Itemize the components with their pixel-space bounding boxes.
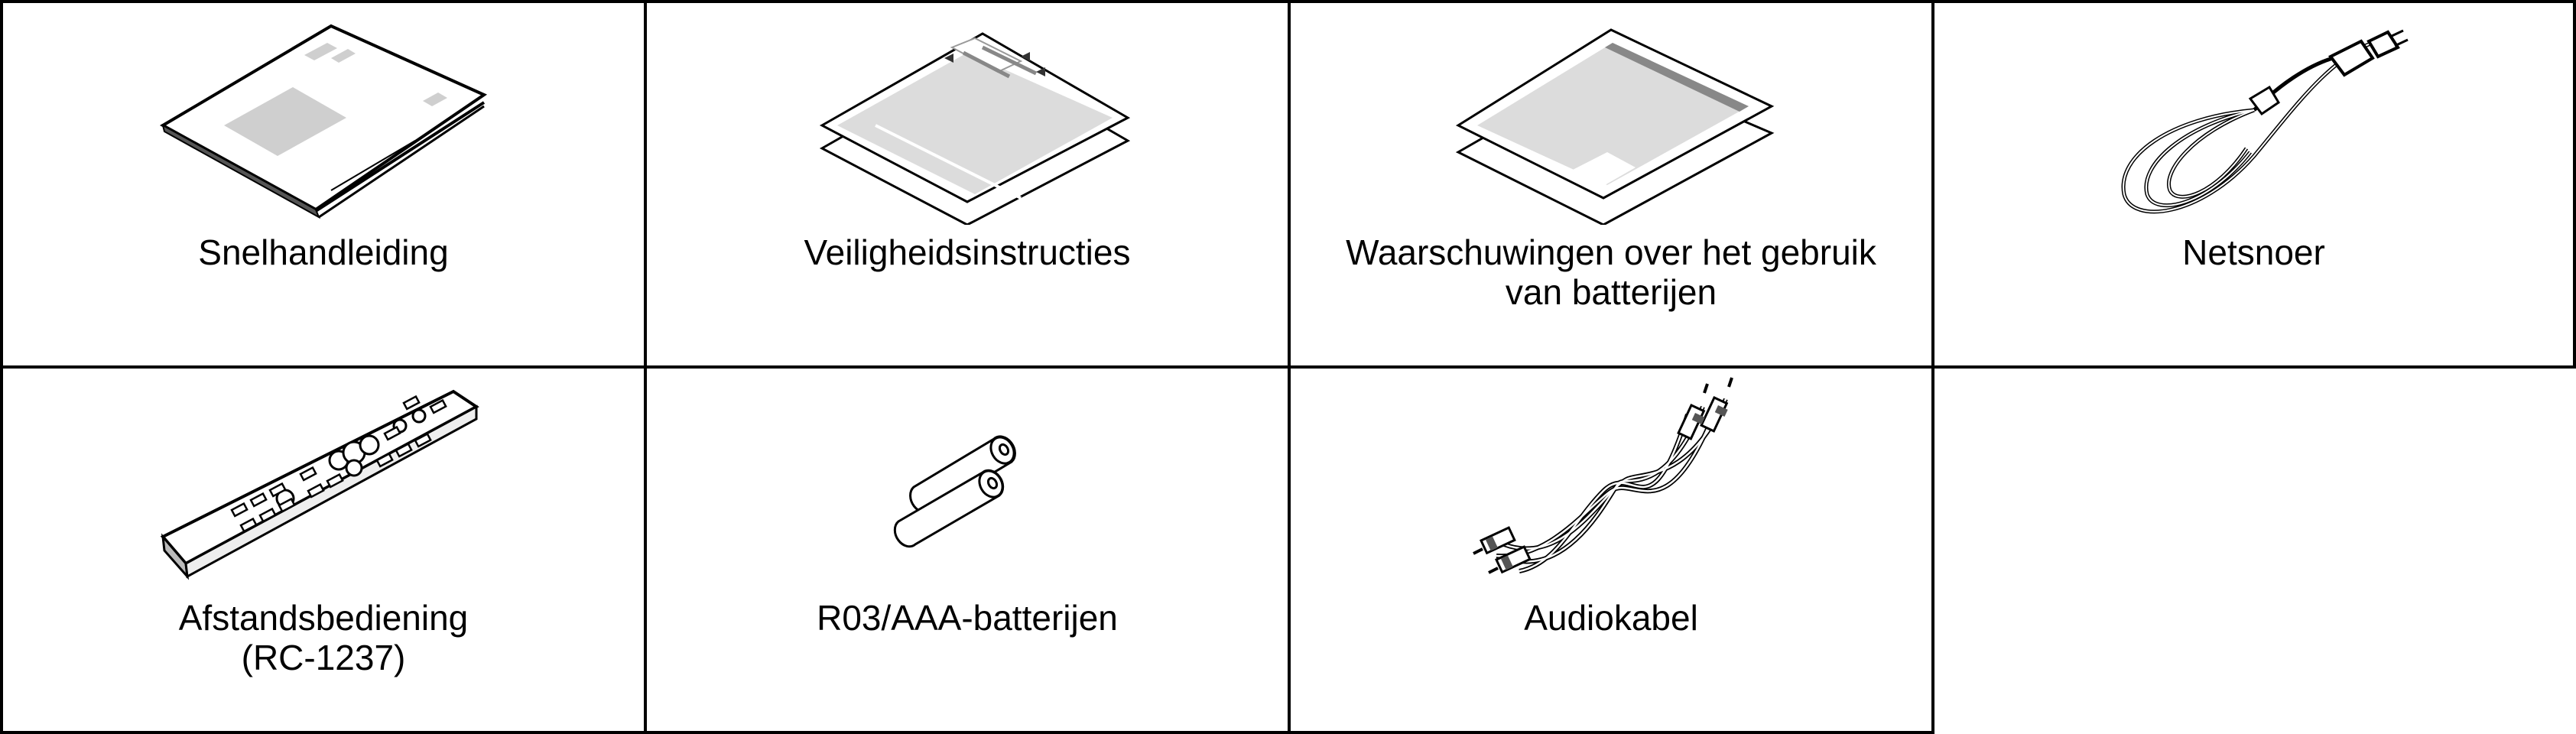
- accessory-label-power-cord: Netsnoer: [2182, 232, 2325, 272]
- accessory-cell-remote-control: Afstandsbediening (RC-1237): [0, 365, 647, 734]
- safety-instructions-leaflet-icon: [819, 32, 1131, 225]
- battery-warning-leaflet-icon: [1455, 28, 1775, 225]
- audio-cable-icon: [1473, 377, 1733, 574]
- accessory-label-remote-control: Afstandsbediening (RC-1237): [178, 598, 469, 677]
- accessory-cell-power-cord: Netsnoer: [1931, 0, 2576, 369]
- accessory-label-safety-instructions: Veiligheidsinstructies: [804, 232, 1131, 272]
- accessory-label-quick-guide: Snelhandleiding: [198, 232, 449, 272]
- accessory-label-batteries: R03/AAA-batterijen: [817, 598, 1118, 638]
- accessory-cell-batteries: R03/AAA-batterijen: [644, 365, 1291, 734]
- power-cord-icon: [2121, 29, 2409, 214]
- remote-control-icon: [160, 389, 479, 580]
- accessory-cell-audio-cable: Audiokabel: [1288, 365, 1934, 734]
- aaa-batteries-icon: [893, 435, 1016, 548]
- accessory-cell-battery-warnings: Waarschuwingen over het gebruik van batt…: [1288, 0, 1934, 369]
- accessory-cell-quick-guide: Snelhandleiding: [0, 0, 647, 369]
- accessory-cell-safety-instructions: Veiligheidsinstructies: [644, 0, 1291, 369]
- quick-guide-booklet-icon: [159, 24, 488, 219]
- accessory-label-battery-warnings: Waarschuwingen over het gebruik van batt…: [1346, 232, 1876, 312]
- accessory-label-audio-cable: Audiokabel: [1524, 598, 1698, 638]
